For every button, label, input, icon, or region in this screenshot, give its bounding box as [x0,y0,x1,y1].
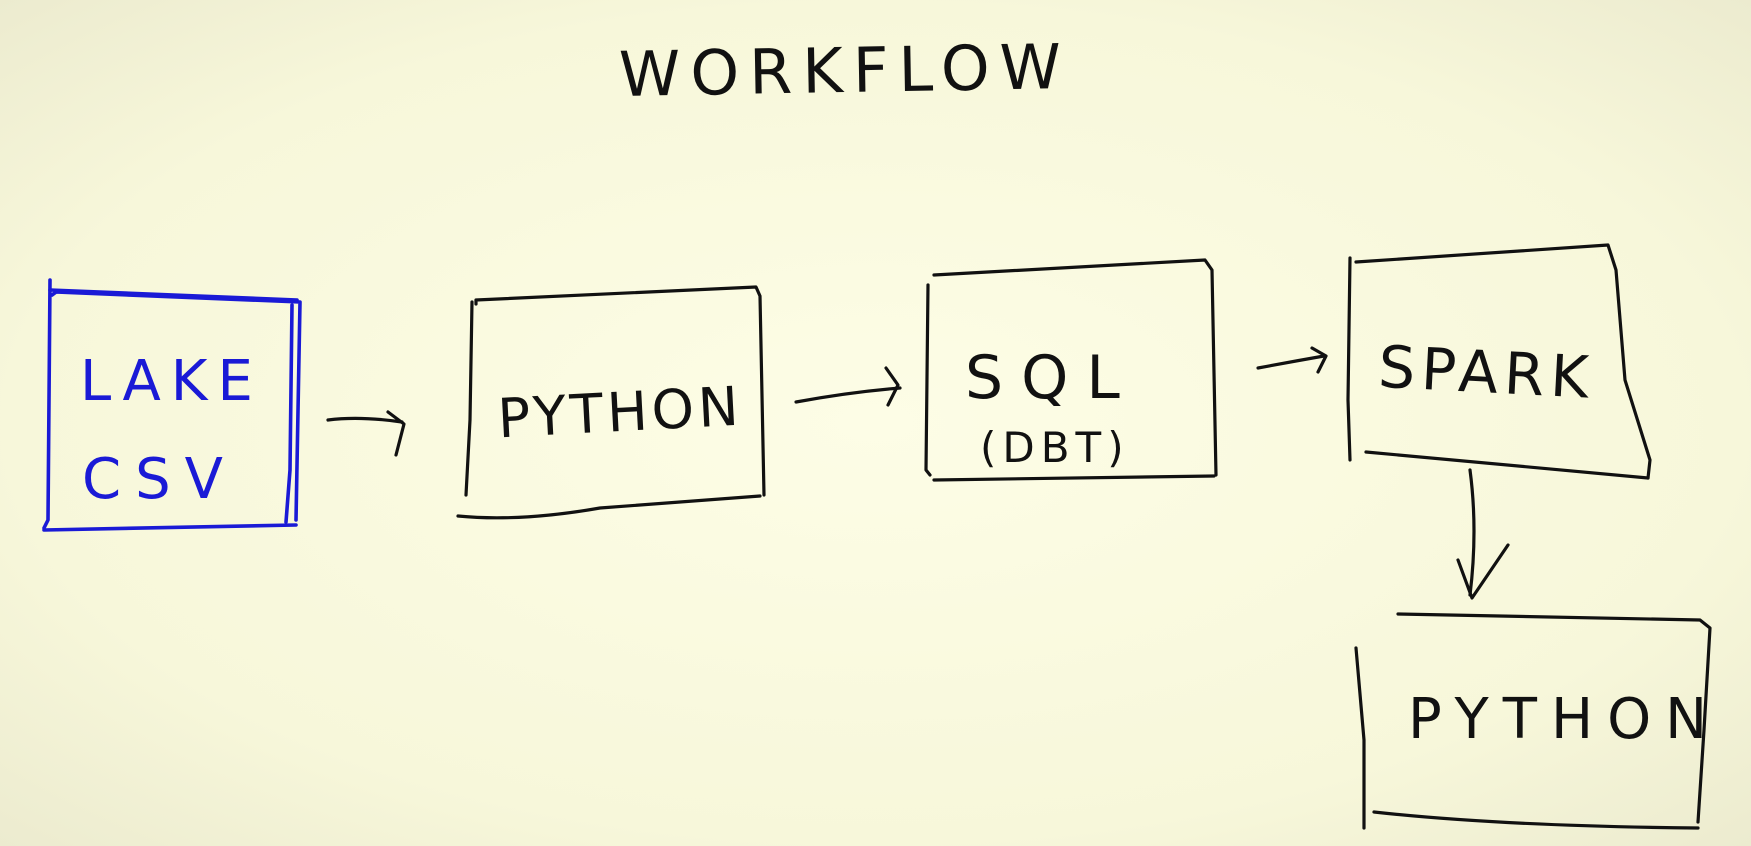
node-label-python-1: PYTHON [496,375,744,451]
node-label-lake: LAKE [80,349,263,414]
node-spark: SPARK [1346,243,1652,480]
node-lake-csv: LAKE CSV [42,278,302,532]
node-label-python-2: PYTHON [1408,687,1721,752]
diagram-title: WORKFLOW [618,30,1071,111]
node-label-csv: CSV [82,447,237,512]
arrow-lake-to-python [326,410,406,457]
arrow-python-to-sql [794,366,902,407]
arrow-spark-to-python [1456,468,1510,600]
node-label-sql: SQL [965,343,1138,413]
node-label-spark: SPARK [1377,333,1596,412]
node-label-dbt: (DBT) [980,423,1130,472]
node-sql: SQL (DBT) [924,258,1218,482]
node-python-1: PYTHON [456,285,766,520]
arrow-sql-to-spark [1256,346,1328,374]
node-python-2: PYTHON [1354,612,1721,830]
